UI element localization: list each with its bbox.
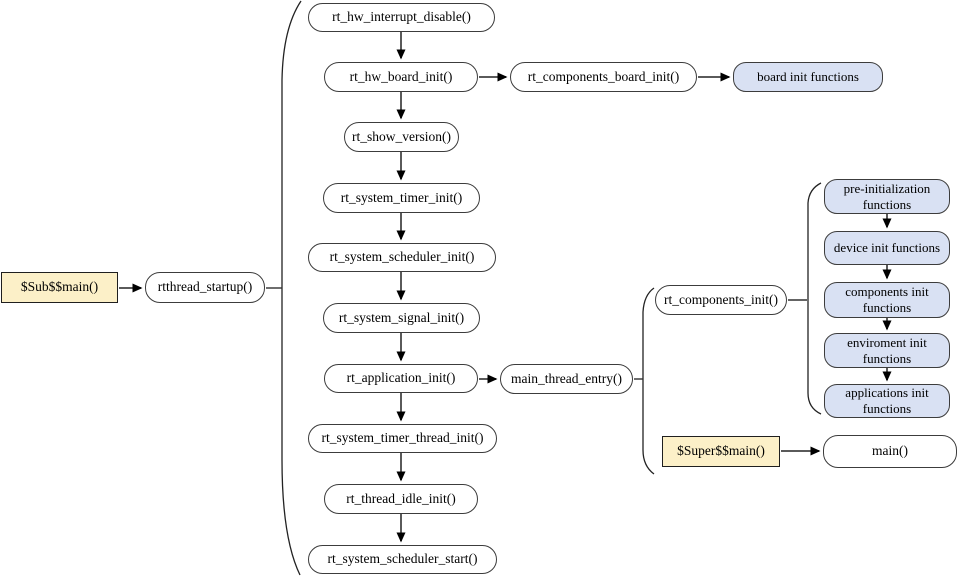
node-rt-system-timer-init: rt_system_timer_init() (323, 183, 480, 213)
node-rt-thread-idle-init: rt_thread_idle_init() (324, 484, 478, 514)
node-rt-system-signal-init: rt_system_signal_init() (323, 303, 480, 333)
node-super-main: $Super$$main() (662, 436, 780, 467)
node-main-thread-entry: main_thread_entry() (500, 364, 633, 394)
node-components-init-functions: components init functions (824, 282, 950, 318)
node-rt-system-scheduler-init: rt_system_scheduler_init() (308, 243, 496, 272)
node-rt-hw-board-init: rt_hw_board_init() (324, 62, 478, 92)
node-board-init-functions: board init functions (733, 62, 883, 92)
node-main: main() (823, 435, 957, 468)
brace-main-thread-calls (642, 287, 655, 475)
brace-components-init-calls (807, 182, 822, 415)
node-rt-hw-interrupt-disable: rt_hw_interrupt_disable() (308, 3, 495, 32)
node-sub-main: $Sub$$main() (1, 272, 118, 303)
node-pre-initialization-functions: pre-initialization functions (824, 179, 950, 214)
node-rt-application-init: rt_application_init() (324, 364, 478, 393)
node-rt-components-init: rt_components_init() (655, 285, 787, 315)
node-rt-show-version: rt_show_version() (344, 122, 459, 152)
node-enviroment-init-functions: enviroment init functions (824, 333, 950, 368)
node-rt-system-timer-thread-init: rt_system_timer_thread_init() (308, 424, 497, 453)
node-rtthread-startup: rtthread_startup() (145, 272, 265, 303)
node-applications-init-functions: applications init functions (824, 384, 950, 418)
node-rt-components-board-init: rt_components_board_init() (510, 62, 697, 92)
node-rt-system-scheduler-start: rt_system_scheduler_start() (308, 545, 497, 574)
node-device-init-functions: device init functions (824, 231, 950, 265)
brace-startup-calls (281, 0, 302, 576)
